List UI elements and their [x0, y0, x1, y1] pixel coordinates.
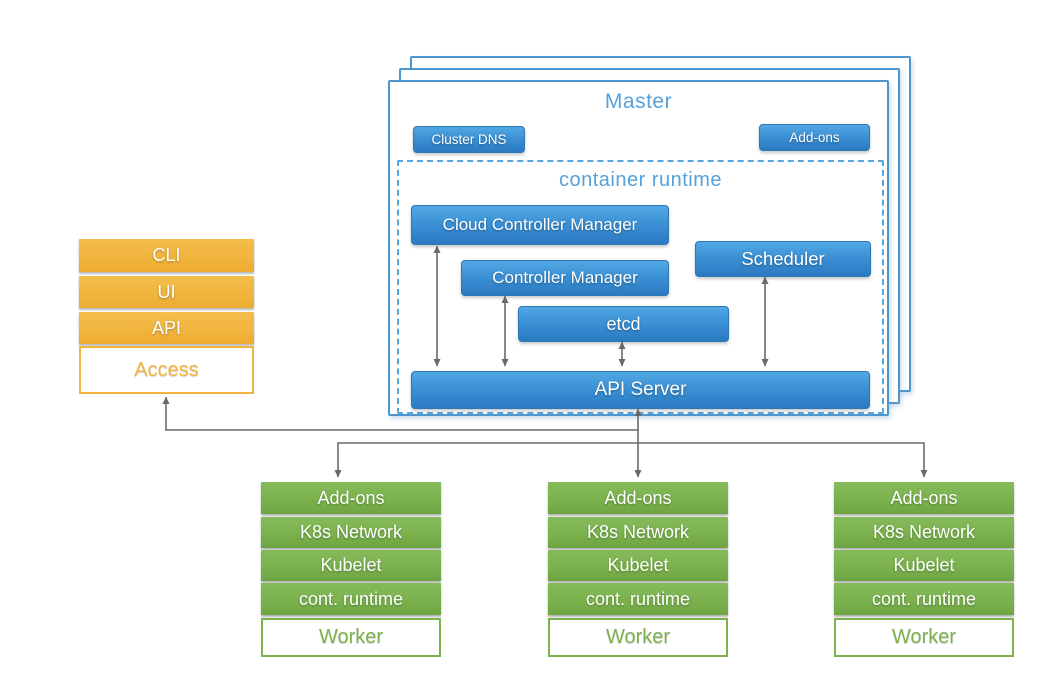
api-box: API [79, 312, 254, 344]
worker2-addons-box: Add-ons [548, 482, 728, 514]
worker1-k8s-network-box: K8s Network [261, 517, 441, 548]
worker1-kubelet-box: Kubelet [261, 550, 441, 581]
worker3-addons-box: Add-ons [834, 482, 1014, 514]
arrow-api-server-worker-1 [334, 442, 638, 478]
worker2-cont-runtime-box: cont. runtime [548, 583, 728, 615]
arrow-api-server-worker-3 [638, 442, 928, 478]
worker-stack-2: Add-ons K8s Network Kubelet cont. runtim… [548, 482, 728, 658]
worker3-cont-runtime-box: cont. runtime [834, 583, 1014, 615]
worker-stack-3: Add-ons K8s Network Kubelet cont. runtim… [834, 482, 1014, 658]
worker3-k8s-network-box: K8s Network [834, 517, 1014, 548]
ui-box: UI [79, 276, 254, 308]
worker1-label-box: Worker [261, 618, 441, 657]
worker3-label-box: Worker [834, 618, 1014, 657]
worker-stack-1: Add-ons K8s Network Kubelet cont. runtim… [261, 482, 441, 658]
access-label-box: Access [79, 346, 254, 394]
access-stack: CLI UI API Access [79, 239, 254, 394]
cli-box: CLI [79, 239, 254, 272]
api-server-box: API Server [411, 371, 870, 409]
worker2-k8s-network-box: K8s Network [548, 517, 728, 548]
worker1-cont-runtime-box: cont. runtime [261, 583, 441, 615]
cloud-controller-manager-box: Cloud Controller Manager [411, 205, 669, 245]
worker1-addons-box: Add-ons [261, 482, 441, 514]
worker2-label-box: Worker [548, 618, 728, 657]
cluster-dns-box: Cluster DNS [413, 126, 525, 153]
container-runtime-title: container runtime [558, 169, 723, 191]
master-box: Master Cluster DNS Add-ons container run… [388, 80, 889, 416]
scheduler-box: Scheduler [695, 241, 871, 277]
controller-manager-box: Controller Manager [461, 260, 669, 296]
master-addons-box: Add-ons [759, 124, 870, 151]
worker2-kubelet-box: Kubelet [548, 550, 728, 581]
container-runtime-box: container runtime Cloud Controller Manag… [397, 160, 884, 414]
master-title: Master [604, 90, 673, 113]
worker3-kubelet-box: Kubelet [834, 550, 1014, 581]
etcd-box: etcd [518, 306, 729, 342]
